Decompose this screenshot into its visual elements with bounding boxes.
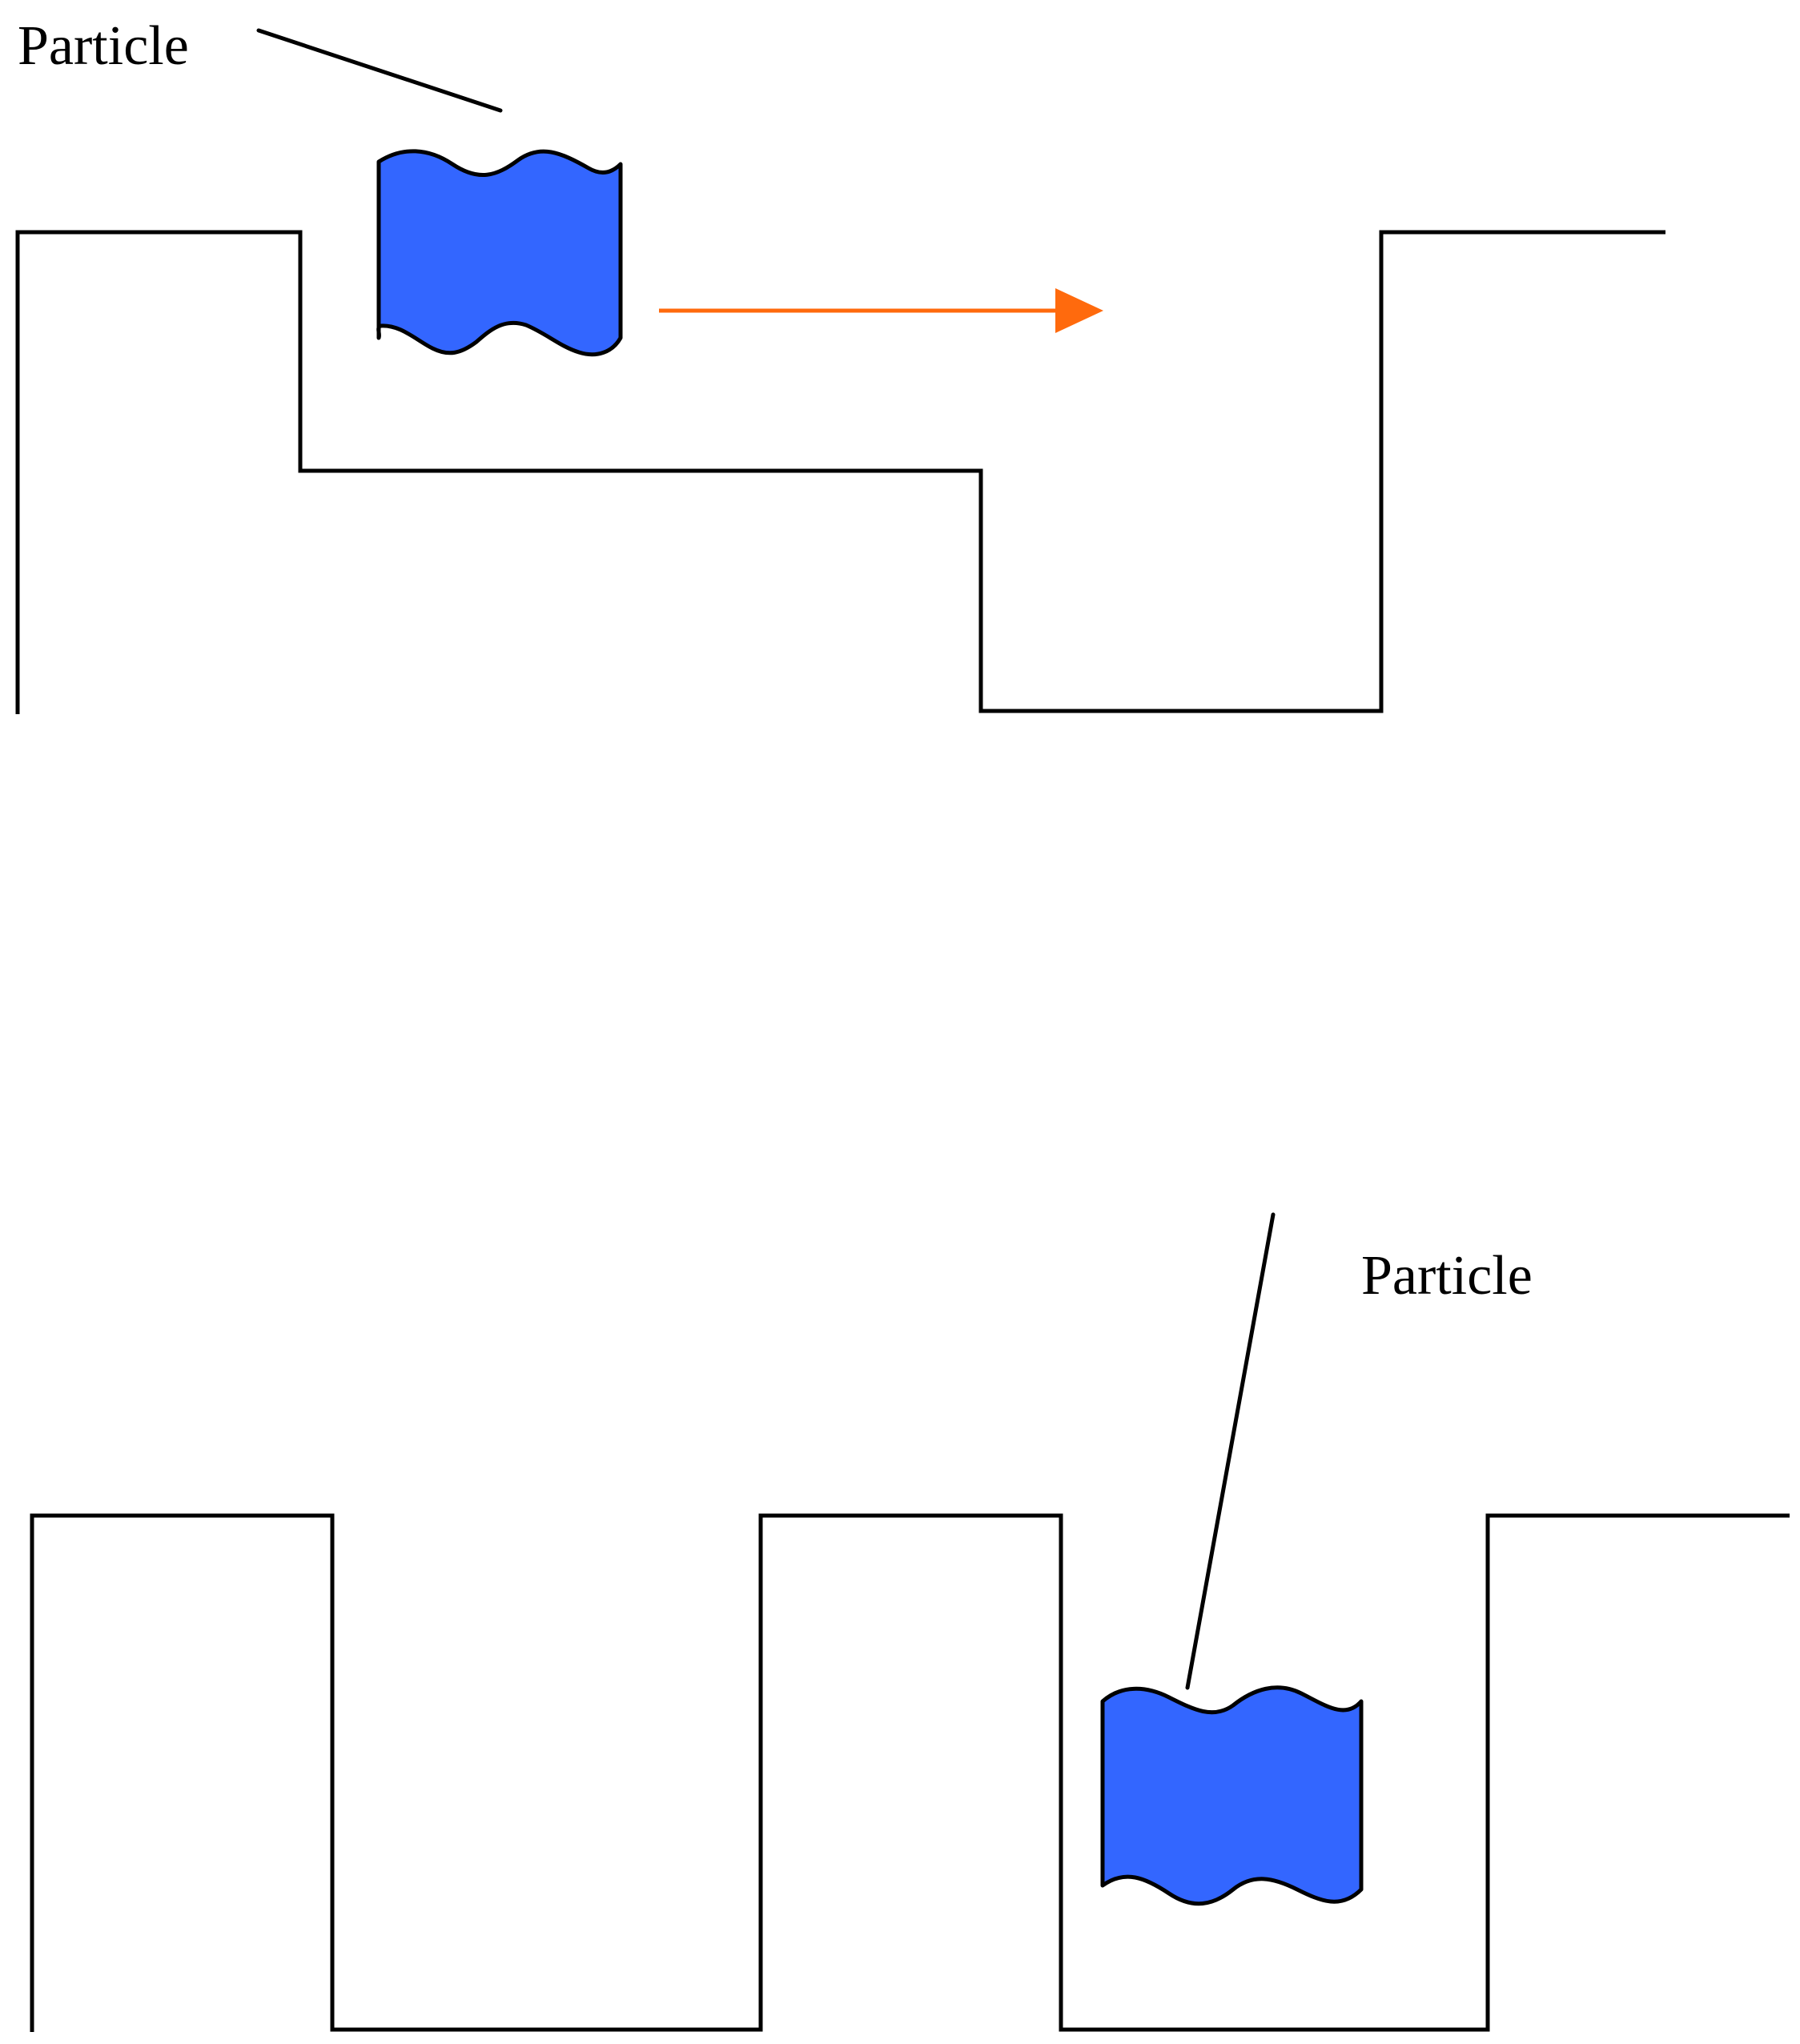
top-particle-shape	[376, 149, 623, 357]
bottom-particle-label: Particle	[1361, 1245, 1533, 1307]
top-panel: Particle	[15, 15, 1665, 714]
bottom-trench-surface	[30, 1513, 1790, 2032]
top-label-leader-line	[256, 28, 503, 113]
bottom-panel: Particle	[30, 1212, 1790, 2032]
top-particle-label: Particle	[18, 15, 189, 77]
bottom-label-leader-line	[1185, 1212, 1276, 1690]
top-stepped-surface	[15, 230, 1665, 714]
motion-arrow-head	[1055, 288, 1103, 333]
bottom-particle-shape	[1100, 1685, 1364, 1906]
